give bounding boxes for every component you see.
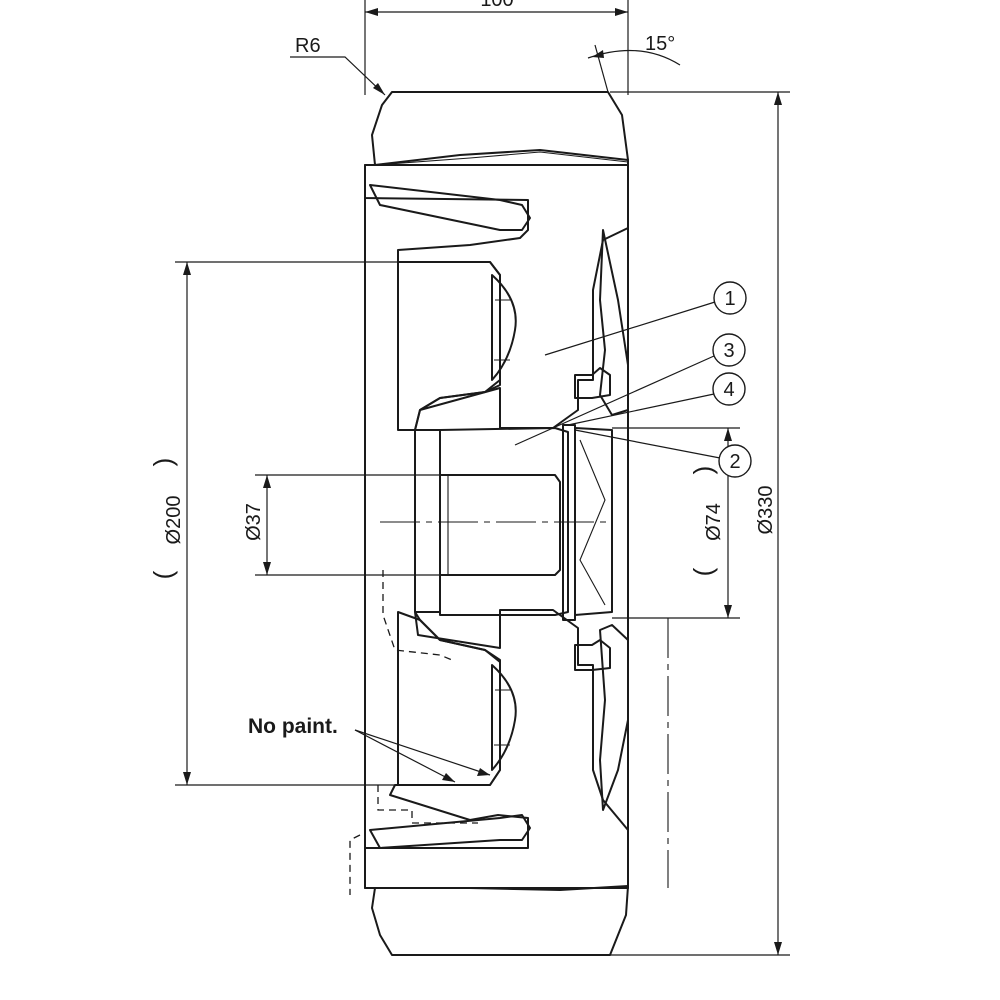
balloon-1-leader <box>544 301 716 356</box>
balloon-4 <box>712 372 746 406</box>
angle-label: 15° <box>645 33 675 55</box>
balloon-4-label: 4 <box>723 379 734 401</box>
balloon-1 <box>713 281 747 315</box>
upper-groove <box>369 184 531 231</box>
balloon-3-label: 3 <box>723 340 734 362</box>
balloon-2 <box>718 444 752 478</box>
upper-recess <box>397 261 501 431</box>
tyre-upper-binding <box>374 151 629 166</box>
balloon-3-leader <box>514 355 715 446</box>
lower-bolt-recess <box>574 639 611 671</box>
dim-200-paren-open: ) <box>148 458 178 467</box>
retaining-ring <box>574 427 613 616</box>
right-face-upper <box>599 229 629 416</box>
dim-width-label: 100 <box>480 0 513 11</box>
angle-arrow <box>592 50 604 58</box>
dim-200-paren-close: ( <box>148 570 178 579</box>
no-paint-leader-1 <box>354 729 456 783</box>
lower-roller-edge <box>494 689 510 746</box>
no-paint-zone-2 <box>377 785 478 824</box>
no-paint-note: No paint. <box>248 715 338 738</box>
dim-330-label: Ø330 <box>755 486 777 535</box>
r6-arrow <box>373 83 385 95</box>
balloon-1-label: 1 <box>724 288 735 310</box>
lower-recess <box>397 611 501 786</box>
r6-label: R6 <box>295 35 321 57</box>
balloon-4-leader <box>567 393 715 426</box>
no-paint-leader-2 <box>354 729 491 776</box>
balloon-3 <box>712 333 746 367</box>
r6-leader <box>290 56 386 96</box>
dim-37-label: Ø37 <box>243 503 265 541</box>
upper-roller-edge <box>494 299 510 361</box>
hub-item3 <box>439 427 569 616</box>
dim-74-label: Ø74 <box>703 503 725 541</box>
no-paint-zone-1 <box>382 570 453 661</box>
ring-profile <box>579 439 606 606</box>
upper-roller <box>491 274 517 381</box>
dim-74-paren-open: ) <box>688 466 718 475</box>
balloon-2-leader <box>574 429 721 459</box>
balloon-2-label: 2 <box>729 451 740 473</box>
lower-groove <box>369 814 531 849</box>
hub-bore <box>439 474 561 576</box>
dim-200-label: Ø200 <box>163 496 185 545</box>
dim-74-paren-close: ( <box>688 567 718 576</box>
no-paint-zone-3 <box>349 834 361 895</box>
cover-plate <box>562 424 576 621</box>
wheel-center-body <box>364 164 629 889</box>
lower-roller <box>491 664 517 771</box>
tyre-lower <box>371 885 629 956</box>
no-paint-arrows <box>442 768 490 782</box>
tyre-upper <box>371 91 629 166</box>
upper-bolt-recess <box>574 367 611 399</box>
right-face-lower <box>599 624 629 811</box>
angle-ext <box>594 44 609 93</box>
